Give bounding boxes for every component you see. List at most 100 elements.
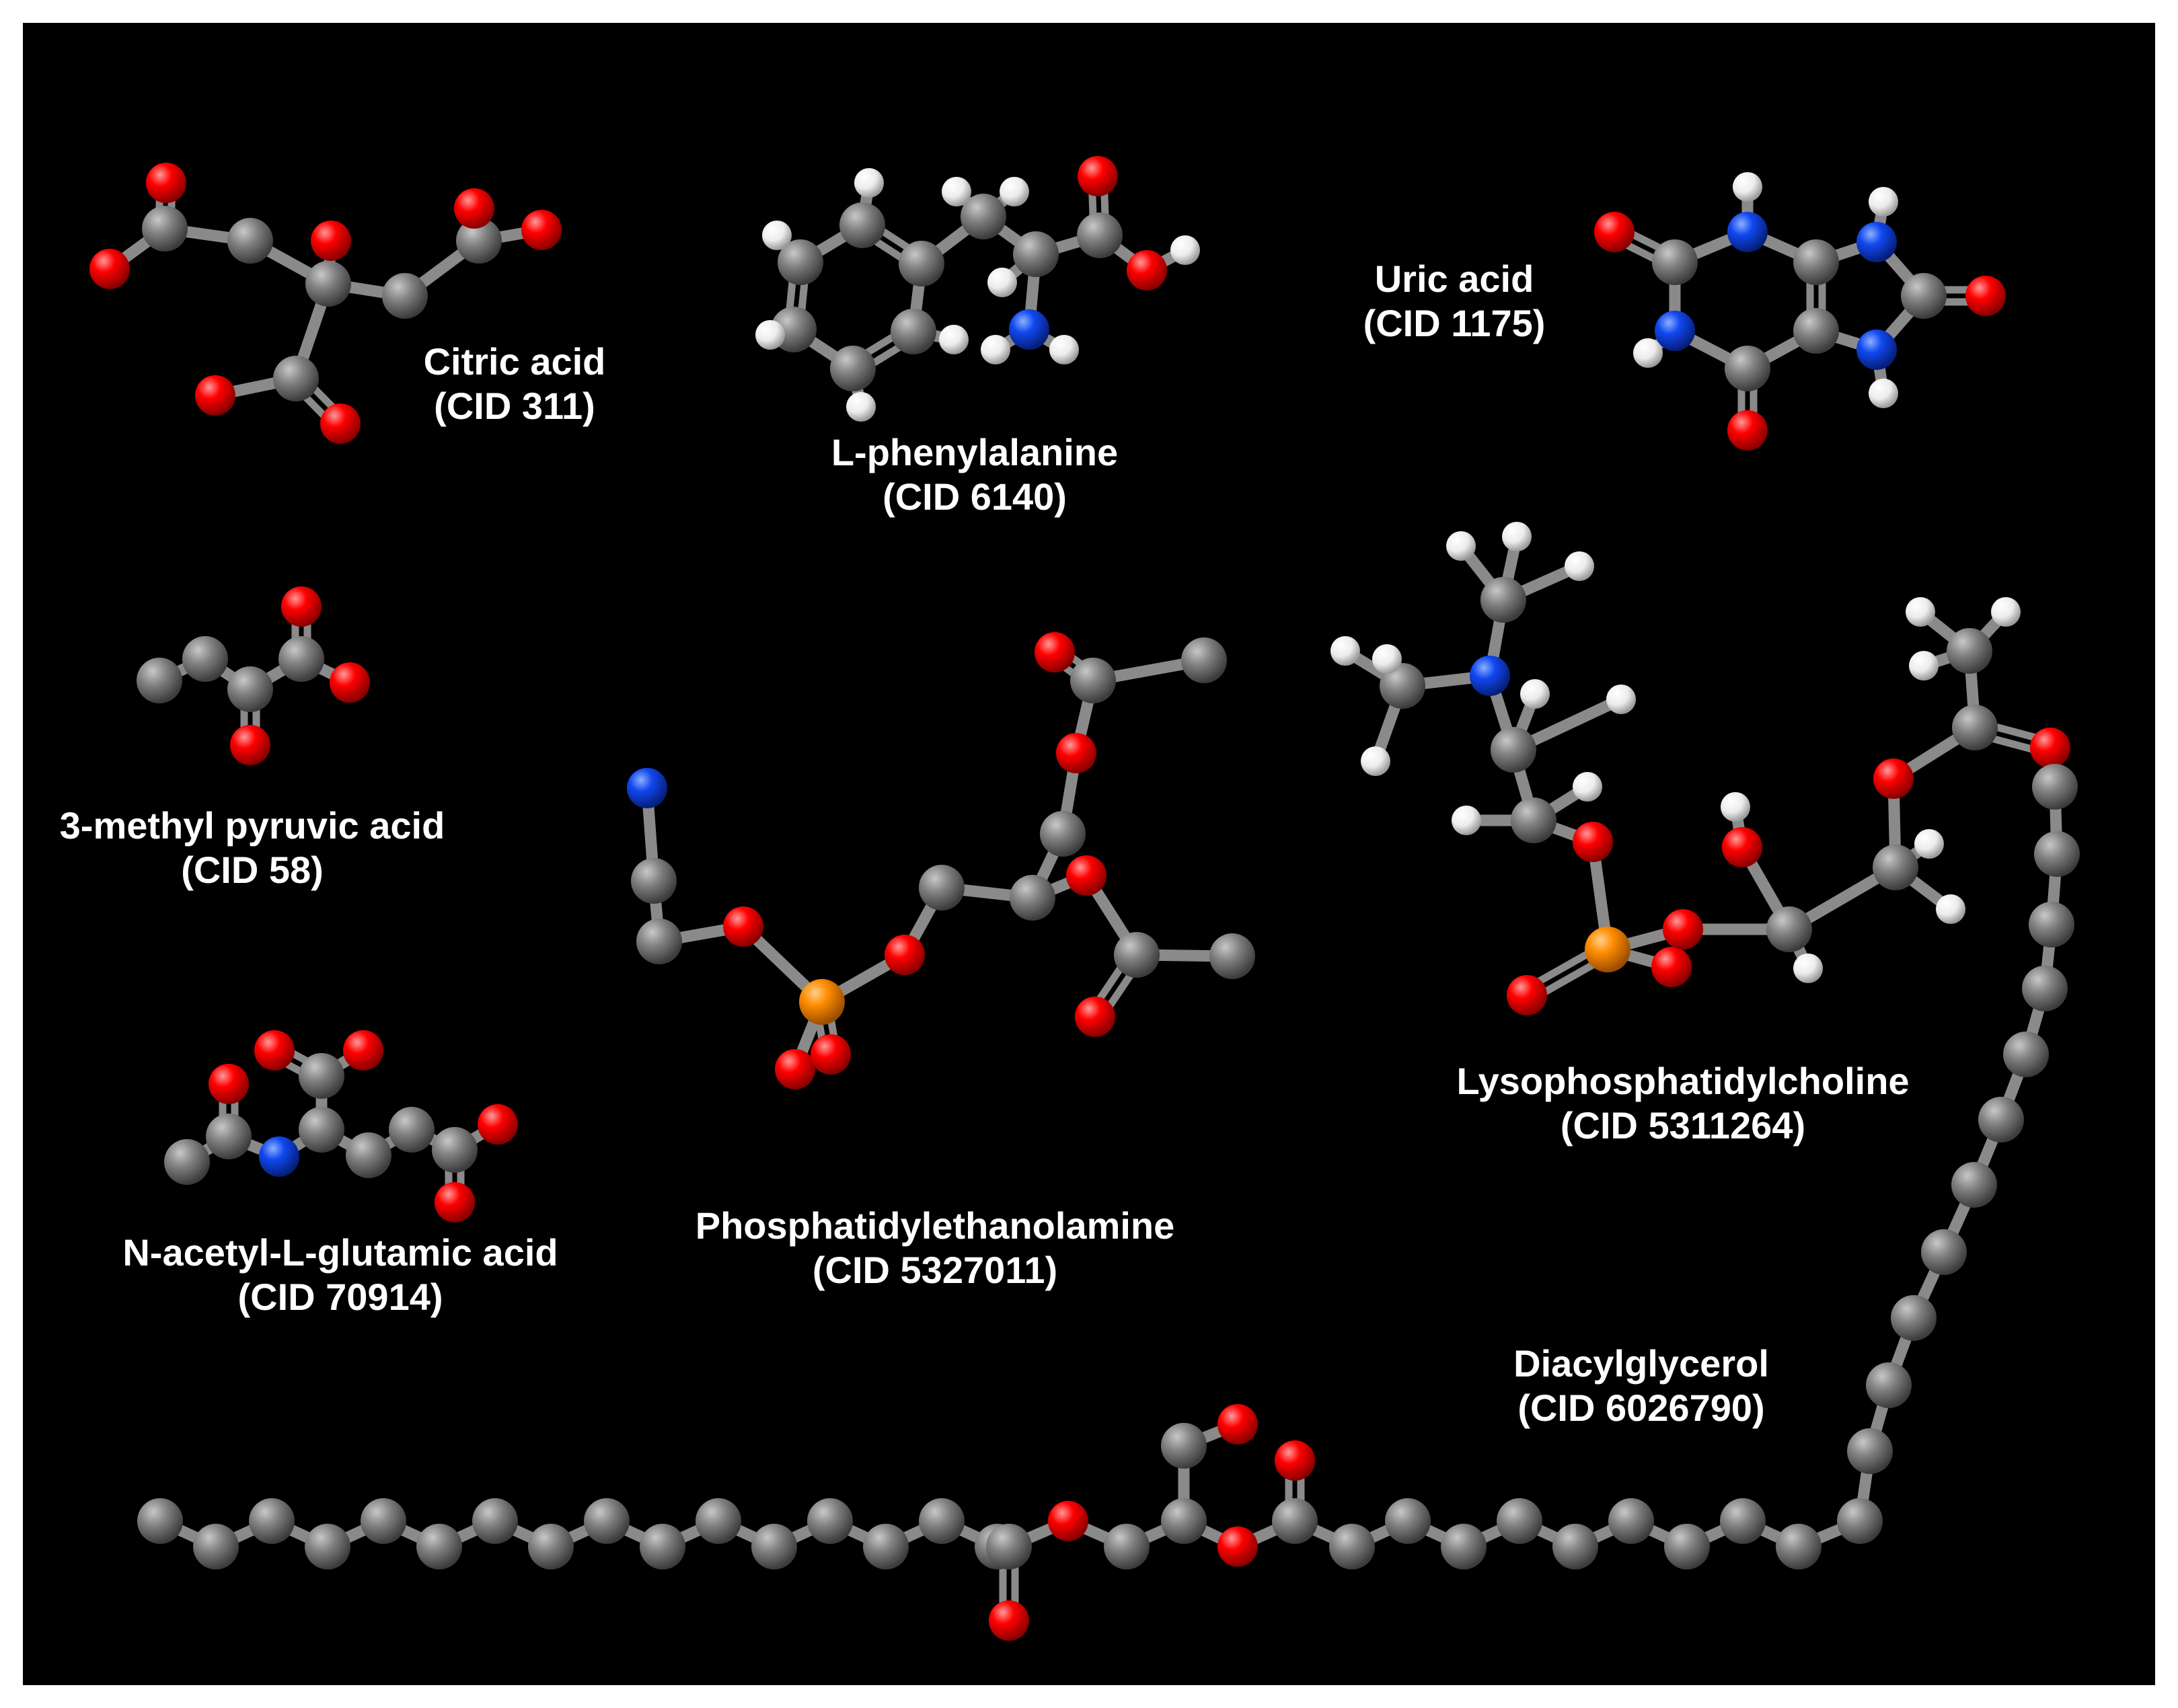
oxygen-atom (1873, 759, 1914, 799)
oxygen-atom (146, 163, 186, 203)
oxygen-atom (989, 1600, 1029, 1641)
molecule-cid: (CID 70914) (237, 1276, 443, 1318)
carbon-atom (2022, 966, 2068, 1011)
carbon-atom (807, 1498, 853, 1544)
nitrogen-atom (1655, 311, 1695, 351)
carbon-atom (1070, 658, 1116, 703)
carbon-atom (1552, 1524, 1598, 1569)
carbon-atom (1114, 932, 1160, 978)
carbon-atom (432, 1127, 478, 1173)
carbon-atom (2003, 1032, 2049, 1077)
carbon-atom (305, 261, 351, 307)
molecule-uric-acid (1594, 172, 2006, 451)
molecule-name: Lysophosphatidylcholine (1456, 1060, 1910, 1102)
hydrogen-atom (1502, 522, 1532, 551)
hydrogen-atom (1372, 644, 1402, 674)
molecule-cid: (CID 1175) (1363, 302, 1546, 344)
carbon-atom (839, 202, 885, 248)
carbon-atom (1664, 1524, 1710, 1569)
carbon-atom (640, 1524, 685, 1569)
carbon-atom (389, 1107, 435, 1153)
hydrogen-atom (846, 392, 876, 422)
molecule-citric-acid (89, 163, 562, 444)
carbon-atom (1040, 811, 1086, 857)
hydrogen-atom (1869, 187, 1898, 217)
carbon-atom (416, 1524, 462, 1569)
carbon-atom (1272, 1498, 1318, 1544)
carbon-atom (528, 1524, 574, 1569)
carbon-atom (1010, 875, 1055, 921)
oxygen-atom (209, 1064, 249, 1104)
hydrogen-atom (1565, 551, 1594, 581)
hydrogen-atom (1520, 679, 1550, 709)
carbon-atom (1209, 933, 1255, 979)
carbon-atom (305, 1524, 350, 1569)
carbon-atom (961, 194, 1006, 239)
molecule-name: L-phenylalanine (831, 431, 1119, 473)
molecule-3-methyl-pyruvic-acid (137, 586, 370, 765)
carbon-atom (472, 1498, 518, 1544)
carbon-atom (919, 865, 965, 910)
oxygen-atom (1217, 1526, 1258, 1567)
oxygen-atom (1573, 822, 1613, 862)
oxygen-atom (1035, 632, 1075, 672)
hydrogen-atom (942, 177, 971, 206)
nitrogen-atom (1009, 309, 1049, 350)
oxygen-atom (254, 1030, 295, 1071)
carbon-atom (1891, 1295, 1937, 1341)
carbon-atom (1947, 628, 1992, 674)
oxygen-atom (311, 221, 351, 261)
carbon-atom (631, 858, 677, 904)
carbon-atom (137, 1498, 183, 1544)
molecule-name: Uric acid (1374, 258, 1534, 300)
molecule-name: Citric acid (423, 340, 606, 383)
label-diacylglycerol: Diacylglycerol (CID 6026790) (1339, 1342, 1944, 1430)
oxygen-atom (330, 662, 370, 703)
carbon-atom (751, 1524, 797, 1569)
hydrogen-atom (1909, 651, 1939, 681)
molecule-name: Diacylglycerol (1513, 1342, 1769, 1385)
molecule-l-phenylalanine (755, 156, 1200, 422)
hydrogen-atom (1606, 685, 1636, 714)
carbon-atom (456, 218, 502, 264)
oxygen-atom (230, 725, 270, 765)
carbon-atom (227, 666, 273, 712)
oxygen-atom (454, 188, 494, 229)
carbon-atom (1608, 1498, 1654, 1544)
carbon-atom (299, 1053, 344, 1099)
molecule-cid: (CID 6140) (883, 475, 1067, 518)
hydrogen-atom (1793, 954, 1823, 983)
molecule-n-acetyl-l-glutamic-acid (164, 1030, 518, 1222)
oxygen-atom (281, 586, 322, 627)
label-l-phenylalanine: L-phenylalanine (CID 6140) (672, 430, 1277, 519)
molecule-cid: (CID 6026790) (1517, 1387, 1765, 1429)
carbon-atom (346, 1132, 391, 1178)
carbon-atom (986, 1524, 1032, 1569)
oxygen-atom (343, 1030, 383, 1071)
hydrogen-atom (762, 221, 792, 250)
carbon-atom (1652, 239, 1698, 285)
carbon-atom (2032, 764, 2078, 810)
carbon-atom (1866, 1362, 1912, 1408)
molecule-cid: (CID 58) (181, 849, 324, 891)
oxygen-atom (1507, 975, 1547, 1015)
hydrogen-atom (1991, 597, 2021, 627)
carbon-atom (361, 1498, 406, 1544)
carbon-atom (830, 346, 876, 391)
molecule-diacylglycerol (137, 764, 2080, 1641)
oxygen-atom (89, 249, 130, 289)
carbon-atom (1491, 727, 1536, 773)
carbon-atom (1161, 1498, 1207, 1544)
carbon-atom (899, 241, 944, 286)
oxygen-atom (1048, 1501, 1088, 1541)
oxygen-atom (1651, 947, 1692, 987)
carbon-atom (1921, 1229, 1967, 1275)
hydrogen-atom (854, 168, 884, 198)
hydrogen-atom (1936, 894, 1965, 924)
oxygen-atom (1078, 156, 1118, 196)
carbon-atom (1181, 637, 1227, 683)
label-lysophosphatidylcholine: Lysophosphatidylcholine (CID 5311264) (1380, 1059, 1986, 1148)
molecule-phosphatidylethanolamine (627, 632, 1255, 1089)
phosphorus-atom (799, 979, 845, 1025)
